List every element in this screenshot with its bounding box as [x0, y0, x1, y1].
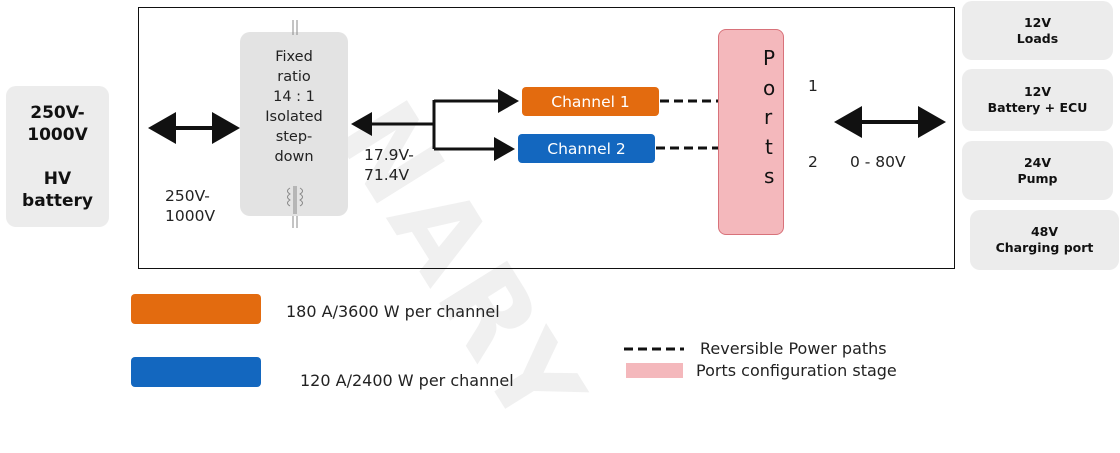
legend-orange-label: 180 A/3600 W per channel: [286, 302, 500, 321]
load-name: Loads: [1016, 30, 1059, 46]
intermediate-voltage-label: 17.9V- 71.4V: [364, 146, 414, 184]
load-voltage: 48V: [1030, 224, 1059, 239]
channel-1-box: Channel 1: [522, 87, 659, 116]
load-name: Charging port: [995, 240, 1094, 255]
converter-box: [240, 32, 348, 216]
hv-battery-box: 250V- 1000V HV battery: [6, 86, 109, 227]
converter-line: step-: [275, 129, 313, 145]
legend-orange-swatch: [131, 294, 261, 324]
converter-line: Isolated: [265, 109, 323, 125]
load-box-12v-loads: 12V Loads: [962, 1, 1113, 60]
transformer-icon: [287, 20, 303, 228]
hv-battery-voltage: 250V- 1000V: [27, 102, 88, 145]
input-voltage-label: 250V- 1000V: [165, 187, 216, 225]
legend-blue-swatch: [131, 357, 261, 387]
port-2-label: 2: [808, 153, 818, 171]
load-box-48v-charging-port: 48V Charging port: [970, 210, 1119, 270]
channel-2-box: Channel 2: [518, 134, 655, 163]
converter-line: Fixed: [275, 49, 313, 65]
ports-letter: P: [763, 46, 776, 70]
converter-line: down: [274, 149, 314, 165]
ports-letter: r: [764, 105, 773, 129]
output-voltage-label: 0 - 80V: [850, 153, 906, 171]
load-name: Pump: [1017, 170, 1058, 186]
system-frame: [138, 7, 955, 269]
load-voltage: 12V: [1023, 14, 1052, 30]
legend-dashed-label: Reversible Power paths: [700, 339, 887, 358]
load-voltage: 12V: [1023, 84, 1052, 99]
hv-battery-label: HV battery: [22, 168, 93, 211]
load-box-24v-pump: 24V Pump: [962, 141, 1113, 200]
legend-ports-swatch: [626, 363, 683, 378]
legend-ports-label: Ports configuration stage: [696, 361, 897, 380]
converter-line: ratio: [277, 69, 311, 85]
load-voltage: 24V: [1023, 154, 1052, 170]
load-name: Battery + ECU: [987, 100, 1088, 115]
ports-label: P o r t s: [718, 44, 816, 192]
converter-text: Fixed ratio 14 : 1 Isolated step- down: [240, 47, 348, 167]
ports-configuration-box: [718, 29, 784, 235]
port-1-label: 1: [808, 77, 818, 95]
legend-blue-label: 120 A/2400 W per channel: [300, 371, 514, 390]
converter-line: 14 : 1: [273, 89, 315, 105]
ports-letter: o: [763, 75, 776, 100]
load-box-12v-battery-ecu: 12V Battery + ECU: [962, 69, 1113, 131]
ports-letter: s: [764, 164, 775, 188]
ports-letter: t: [765, 134, 773, 159]
